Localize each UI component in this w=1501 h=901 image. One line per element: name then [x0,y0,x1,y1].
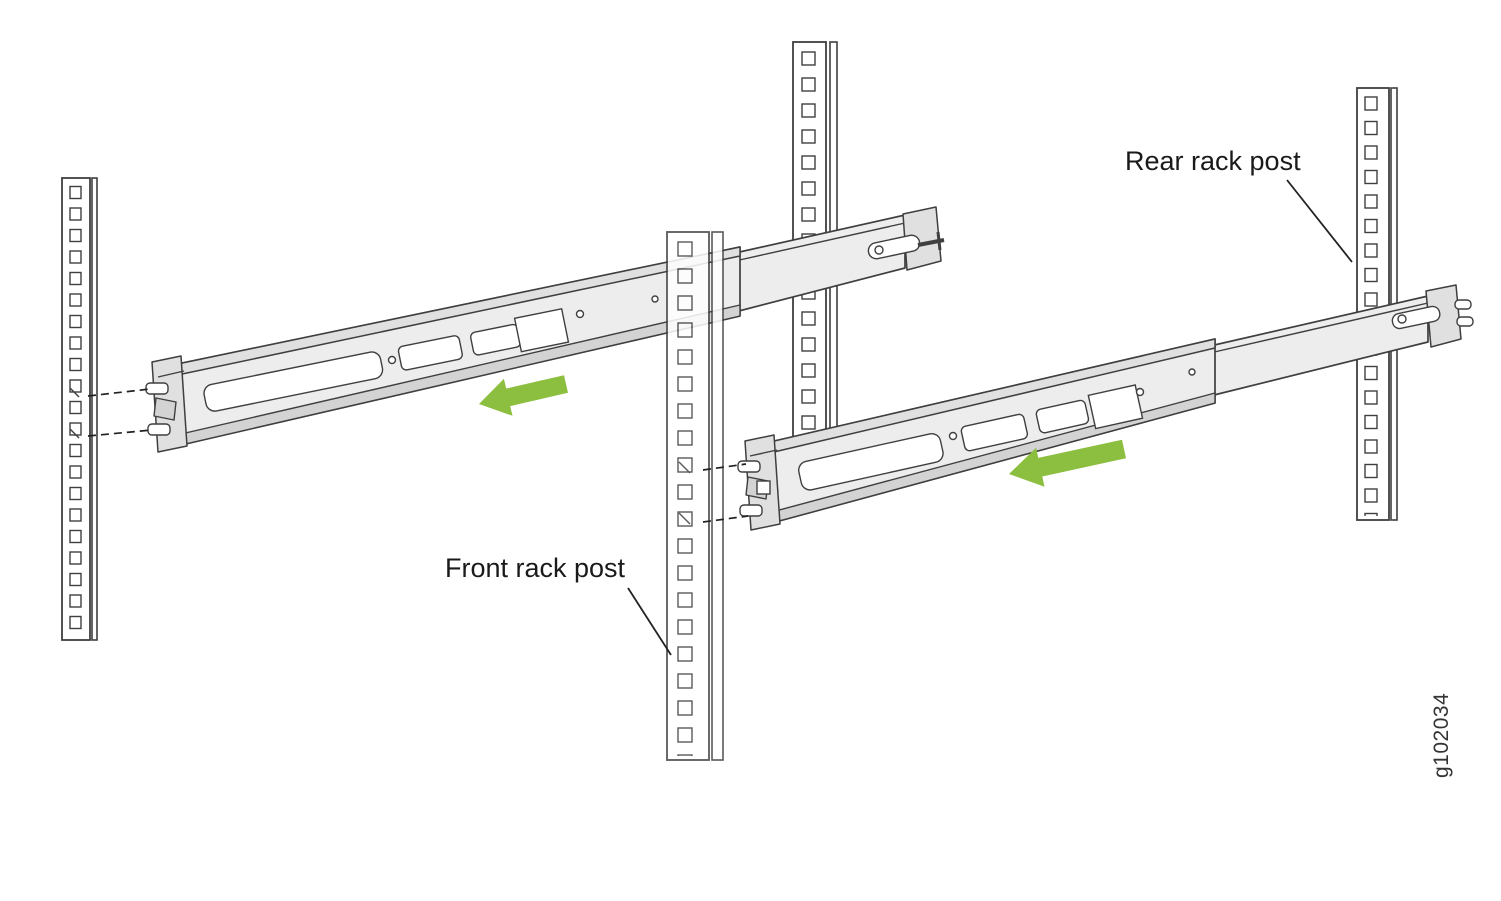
target-hole-mark [69,387,80,398]
slide-direction-arrow-icon [479,375,568,416]
alignment-pin [1456,316,1474,327]
front-post-holes [667,236,709,756]
rear-rack-post-label: Rear rack post [1125,146,1301,176]
figure-id-label: g102034 [1430,693,1453,778]
rear-post-holes [1357,92,1389,516]
alignment-pin [737,460,761,473]
alignment-pin [147,423,171,436]
left-mounting-blade [145,206,945,453]
target-hole-mark [678,512,691,525]
front-rack-post-label: Front rack post [445,553,626,583]
rear-post-leader-line [1286,179,1353,263]
right-mounting-blade [737,284,1474,531]
alignment-guides [87,388,749,523]
alignment-pin [145,382,169,395]
alignment-pin [1454,299,1472,310]
rear-bracket [1425,284,1462,348]
alignment-pin [739,504,763,517]
left-front-rack-post [61,177,98,641]
target-hole-mark [678,461,691,474]
front-rack-post [666,231,724,761]
latch-tab [153,397,177,421]
callouts: Rear rack post Front rack post g102034 [445,146,1453,778]
target-hole-mark [69,428,80,439]
slide-direction-arrow-icon [1009,439,1126,487]
front-post-leader-line [627,587,672,656]
left-post-holes [62,182,90,634]
